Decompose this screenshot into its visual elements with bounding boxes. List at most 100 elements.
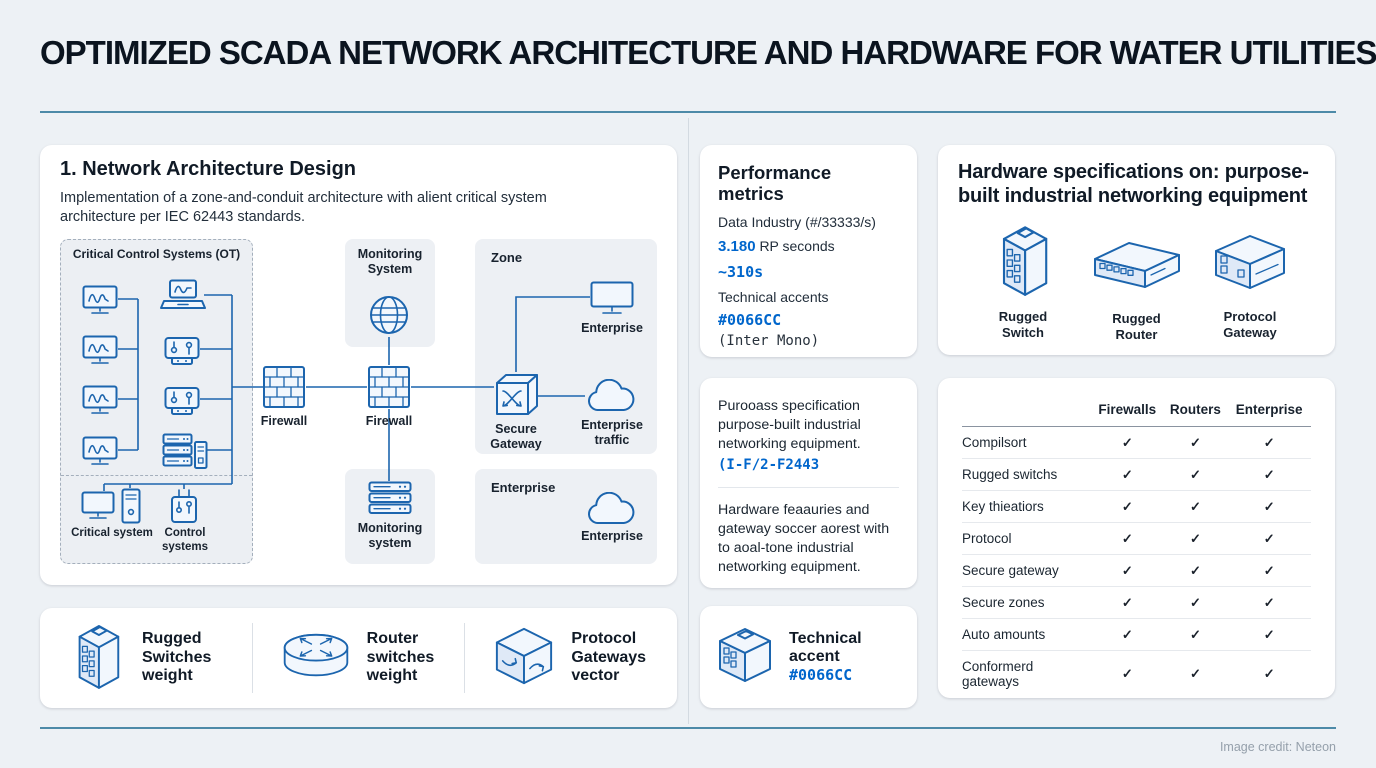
monitor-wave-icon [82,436,118,471]
monitoring-server-label: Monitoring system [357,521,423,550]
accent-card-hex: #0066CC [789,666,853,685]
row-label: Rugged switchs [962,458,1092,491]
spec-code: (I-F/2-F2443 [718,456,820,473]
hardware-row-item: Protocol Gateways vector [464,623,677,693]
table-row: Key thieatiors ✓ ✓ ✓ [962,490,1311,523]
check-icon: ✓ [1189,434,1201,450]
firewall-icon [367,365,411,414]
check-icon: ✓ [1189,626,1201,642]
accent-font-name: (Inter Mono) [718,332,820,349]
hardware-spec-item-label: Protocol Gateway [1223,309,1277,340]
check-icon: ✓ [1189,466,1201,482]
row-label: Conformerd gateways [962,650,1092,696]
check-icon: ✓ [1189,498,1201,514]
server-tower-icon [162,433,208,476]
compatibility-table-card: Firewalls Routers Enterprise Compilsort … [938,378,1335,698]
check-icon: ✓ [1121,530,1133,546]
zone-box [475,239,657,454]
check-icon: ✓ [1189,665,1201,681]
row-label: Protocol [962,522,1092,555]
server-stack-icon [368,481,412,520]
architecture-description: Implementation of a zone-and-conduit arc… [60,190,547,226]
hardware-spec-item-label: Rugged Router [1112,311,1161,342]
router-icon [281,630,351,687]
credit-text: Image credit: Neteon [1219,740,1336,754]
top-divider [40,111,1336,113]
check-icon: ✓ [1189,530,1201,546]
zone-title: Zone [491,250,523,265]
enterprise-monitor-icon [590,281,634,320]
check-icon: ✓ [1263,530,1275,546]
row-label: Key thieatiors [962,490,1092,523]
performance-heading: Performance metrics [718,162,832,205]
hardware-spec-item-label: Rugged Switch [998,309,1048,340]
architecture-heading: 1. Network Architecture Design [60,158,357,180]
row-label: Secure zones [962,586,1092,619]
enterprise-cloud-label: Enterprise [581,529,643,543]
data-industry-metric: Data Industry (#/33333/s) [718,213,876,230]
control-systems-icon [168,489,200,530]
control-systems-label: Control systems [161,527,209,553]
page-title: OPTIMIZED SCADA NETWORK ARCHITECTURE AND… [40,34,1376,71]
check-icon: ✓ [1263,562,1275,578]
check-icon: ✓ [1121,562,1133,578]
primary-metric-suffix: RP seconds [759,237,835,254]
table-row: Secure zones ✓ ✓ ✓ [962,586,1311,619]
secure-gateway-label: Secure Gateway [490,422,542,451]
firewall-label: Firewall [365,414,413,428]
ot-zone-divider [61,475,252,476]
architecture-card: 1. Network Architecture Design Implement… [40,145,677,585]
plc-controller-icon [164,384,200,421]
accent-card-title: Technical accent [789,629,862,665]
table-row: Rugged switchs ✓ ✓ ✓ [962,458,1311,491]
monitoring-system-label: Monitoring System [357,247,423,276]
enterprise-traffic-label: Enterprise traffic [581,418,643,447]
spec-paragraph-2: Hardware feaauries and gateway soccer ao… [718,502,890,575]
check-icon: ✓ [1263,434,1275,450]
check-icon: ✓ [1189,594,1201,610]
check-icon: ✓ [1263,466,1275,482]
row-label: Compilsort [962,435,1027,450]
monitor-wave-icon [82,335,118,370]
check-icon: ✓ [1189,562,1201,578]
enterprise-box-title: Enterprise [491,480,556,495]
globe-icon [369,295,409,340]
hardware-spec-item: Rugged Router [1082,222,1192,342]
firewall-label: Firewall [260,414,308,428]
table-row: Compilsort ✓ ✓ ✓ [962,427,1311,459]
table-row: Protocol ✓ ✓ ✓ [962,522,1311,555]
network-diagram: Critical Control Systems (OT) [60,237,657,577]
check-icon: ✓ [1263,665,1275,681]
monitor-wave-icon [82,385,118,420]
hardware-row-item-label: Protocol Gateways vector [571,630,647,685]
table-column-header: Routers [1163,396,1228,427]
critical-system-label: Critical system [71,527,153,539]
zone-enterprise-label: Enterprise [581,321,643,335]
monitor-wave-icon [82,285,118,320]
check-icon: ✓ [1121,434,1133,450]
firewall-icon [262,365,306,414]
spec-paragraph-1: Purooass specification purpose-built ind… [718,398,861,452]
table-column-header: Firewalls [1091,396,1164,427]
secure-gateway-icon [494,372,540,421]
hardware-spec-item: Rugged Switch [968,222,1078,342]
bottom-divider [40,727,1336,729]
protocol-gateway-icon [493,625,555,692]
row-label: Auto amounts [962,618,1092,651]
cloud-icon [585,378,639,418]
hardware-specs-heading: Hardware specifications on: purpose-buil… [958,161,1309,207]
table-row: Auto amounts ✓ ✓ ✓ [962,618,1311,651]
hardware-specs-card: Hardware specifications on: purpose-buil… [938,145,1335,355]
check-icon: ✓ [1121,665,1133,681]
rugged-router-icon [1089,230,1185,299]
accent-cube-icon [716,625,774,690]
technical-accent-card: Technical accent #0066CC [700,606,917,708]
table-column-header: Enterprise [1227,396,1311,427]
accent-hex-value: #0066CC [718,310,782,329]
check-icon: ✓ [1121,594,1133,610]
primary-metric-value: 3.180 [718,237,756,255]
secondary-metric-value: ~310s [718,262,764,281]
plc-controller-icon [164,334,200,371]
cloud-icon [585,491,639,531]
